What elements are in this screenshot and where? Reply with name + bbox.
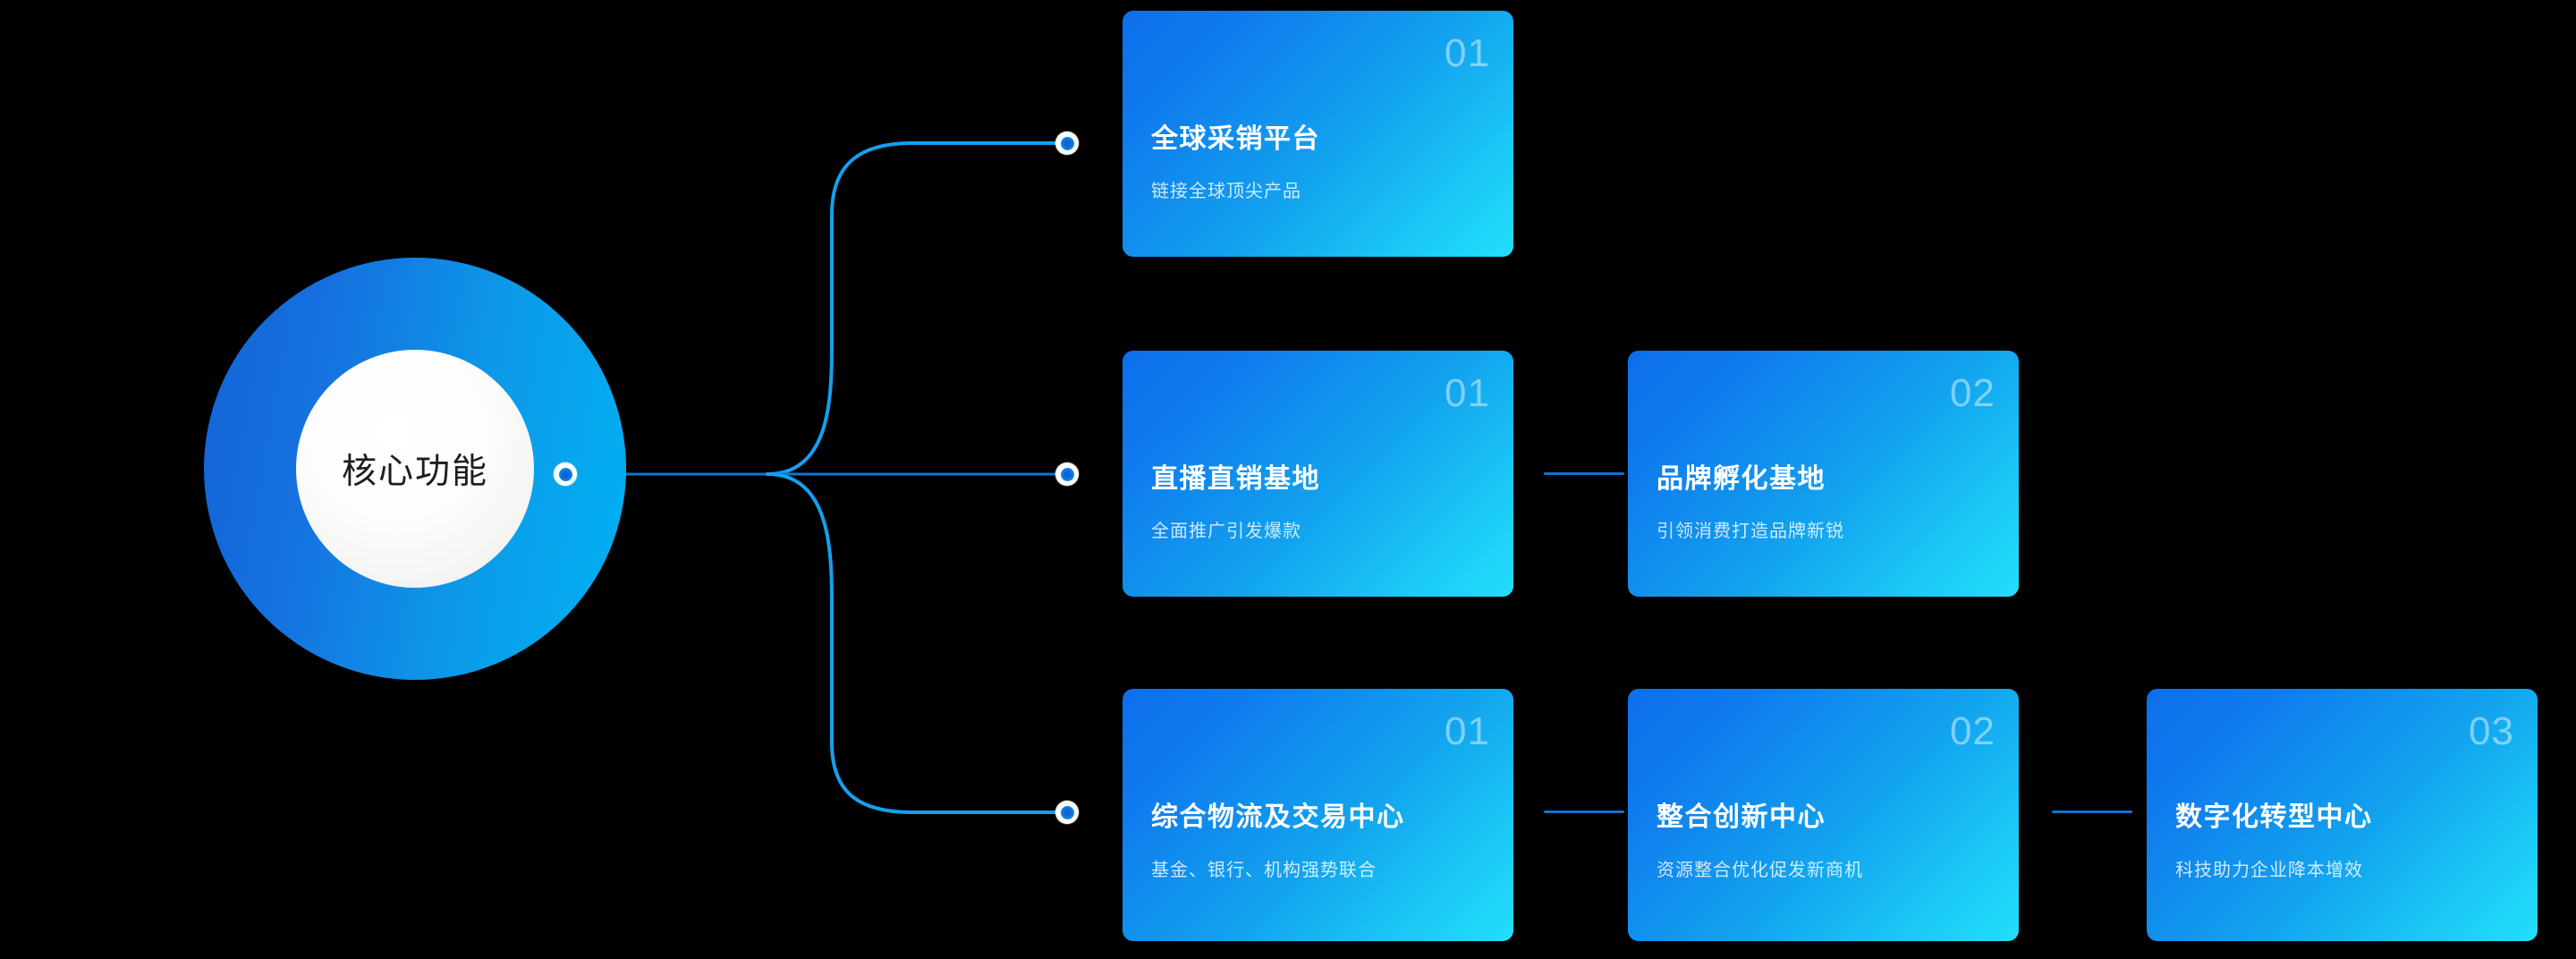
link-branch3-1-to-2 — [1544, 810, 1624, 813]
card-branch2-item2[interactable]: 02 品牌孵化基地 引领消费打造品牌新锐 — [1628, 351, 2019, 597]
core-hub-inner: 核心功能 — [296, 350, 534, 588]
branch-1-node-dot[interactable] — [1055, 132, 1079, 155]
card-branch1-item1[interactable]: 01 全球采销平台 链接全球顶尖产品 — [1123, 11, 1513, 257]
card-title: 品牌孵化基地 — [1657, 464, 1826, 494]
card-title: 数字化转型中心 — [2175, 802, 2373, 832]
card-branch3-item3[interactable]: 03 数字化转型中心 科技助力企业降本增效 — [2147, 689, 2538, 941]
hub-connector-dot[interactable] — [554, 463, 577, 486]
card-subtitle: 引领消费打造品牌新锐 — [1657, 522, 1844, 541]
card-title: 全球采销平台 — [1151, 124, 1320, 154]
branch-3-node-dot[interactable] — [1055, 801, 1079, 824]
card-subtitle: 基金、银行、机构强势联合 — [1151, 861, 1377, 880]
card-subtitle: 资源整合优化促发新商机 — [1657, 861, 1863, 880]
core-hub-label: 核心功能 — [341, 453, 488, 491]
card-title: 整合创新中心 — [1657, 802, 1826, 832]
card-number: 03 — [2469, 709, 2514, 753]
card-title: 直播直销基地 — [1151, 464, 1320, 494]
card-subtitle: 链接全球顶尖产品 — [1151, 182, 1301, 201]
card-branch2-item1[interactable]: 01 直播直销基地 全面推广引发爆款 — [1123, 351, 1513, 597]
card-subtitle: 全面推广引发爆款 — [1151, 522, 1301, 541]
wire-branch-up — [766, 141, 1057, 476]
card-number: 01 — [1445, 371, 1490, 415]
card-branch3-item2[interactable]: 02 整合创新中心 资源整合优化促发新商机 — [1628, 689, 2019, 941]
link-branch3-2-to-3 — [2052, 810, 2132, 813]
card-number: 02 — [1950, 371, 1996, 415]
card-title: 综合物流及交易中心 — [1151, 802, 1405, 832]
card-subtitle: 科技助力企业降本增效 — [2175, 861, 2363, 880]
wire-branch-down — [766, 472, 1057, 814]
branch-2-node-dot[interactable] — [1055, 463, 1079, 486]
card-branch3-item1[interactable]: 01 综合物流及交易中心 基金、银行、机构强势联合 — [1123, 689, 1513, 941]
card-number: 01 — [1445, 31, 1490, 75]
card-number: 02 — [1950, 709, 1996, 753]
card-number: 01 — [1445, 709, 1490, 753]
link-branch2-1-to-2 — [1544, 472, 1624, 475]
